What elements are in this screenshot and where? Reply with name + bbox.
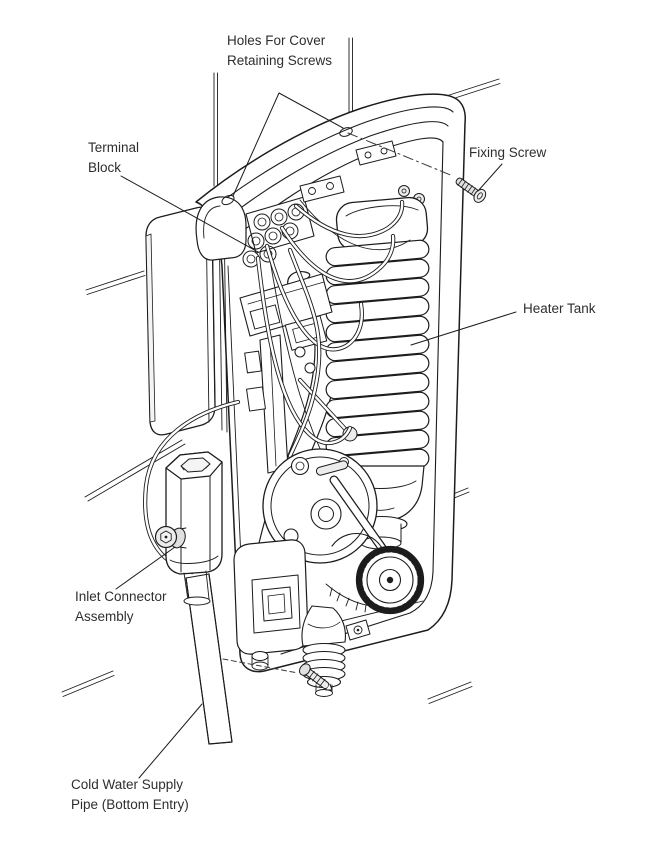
leader-heater-tank — [410, 311, 517, 346]
label-line: Retaining Screws — [227, 52, 333, 68]
label-heater-tank: Heater Tank — [523, 299, 596, 319]
label-line: Holes For Cover — [227, 33, 326, 48]
screw-hole-right — [339, 127, 353, 137]
supply-hose-loop — [143, 399, 241, 575]
leader-holes-right — [278, 92, 344, 129]
fixing-screw — [347, 132, 487, 203]
wiring-harness — [255, 199, 411, 471]
leader-inlet-connector — [115, 546, 176, 590]
label-line: Pipe (Bottom Entry) — [71, 796, 189, 812]
label-line: Assembly — [75, 608, 134, 624]
leader-terminal-block — [120, 175, 259, 253]
cold-water-supply-pipe — [185, 573, 233, 745]
screw-hole-left — [221, 194, 235, 206]
cover-bracket — [355, 140, 397, 166]
leader-holes-left — [232, 92, 280, 197]
leader-fixing-screw — [477, 163, 503, 192]
outlet-connector — [301, 605, 371, 697]
label-holes-for-cover-retaining-screws: Holes For Cover Retaining Screws — [227, 31, 332, 70]
label-line: Block — [88, 159, 122, 175]
leader-lines — [115, 92, 517, 779]
label-terminal-block: Terminal Block — [88, 138, 139, 177]
cover-screw-holes — [221, 127, 353, 206]
label-fixing-screw: Fixing Screw — [469, 143, 546, 163]
terminal-cover-panel — [145, 196, 247, 436]
label-line: Heater Tank — [523, 301, 596, 316]
label-line: Inlet Connector — [75, 589, 167, 604]
inlet-connector-assembly — [154, 451, 223, 606]
flow-valve-gear-assembly — [262, 448, 425, 615]
leader-cold-water-pipe — [138, 703, 203, 779]
label-inlet-connector-assembly: Inlet Connector Assembly — [75, 587, 167, 626]
label-line: Fixing Screw — [469, 145, 547, 160]
bottom-screw — [222, 658, 333, 691]
label-line: Terminal — [88, 140, 140, 155]
label-line: Cold Water Supply — [71, 777, 184, 792]
label-cold-water-supply-pipe: Cold Water Supply Pipe (Bottom Entry) — [71, 775, 189, 814]
